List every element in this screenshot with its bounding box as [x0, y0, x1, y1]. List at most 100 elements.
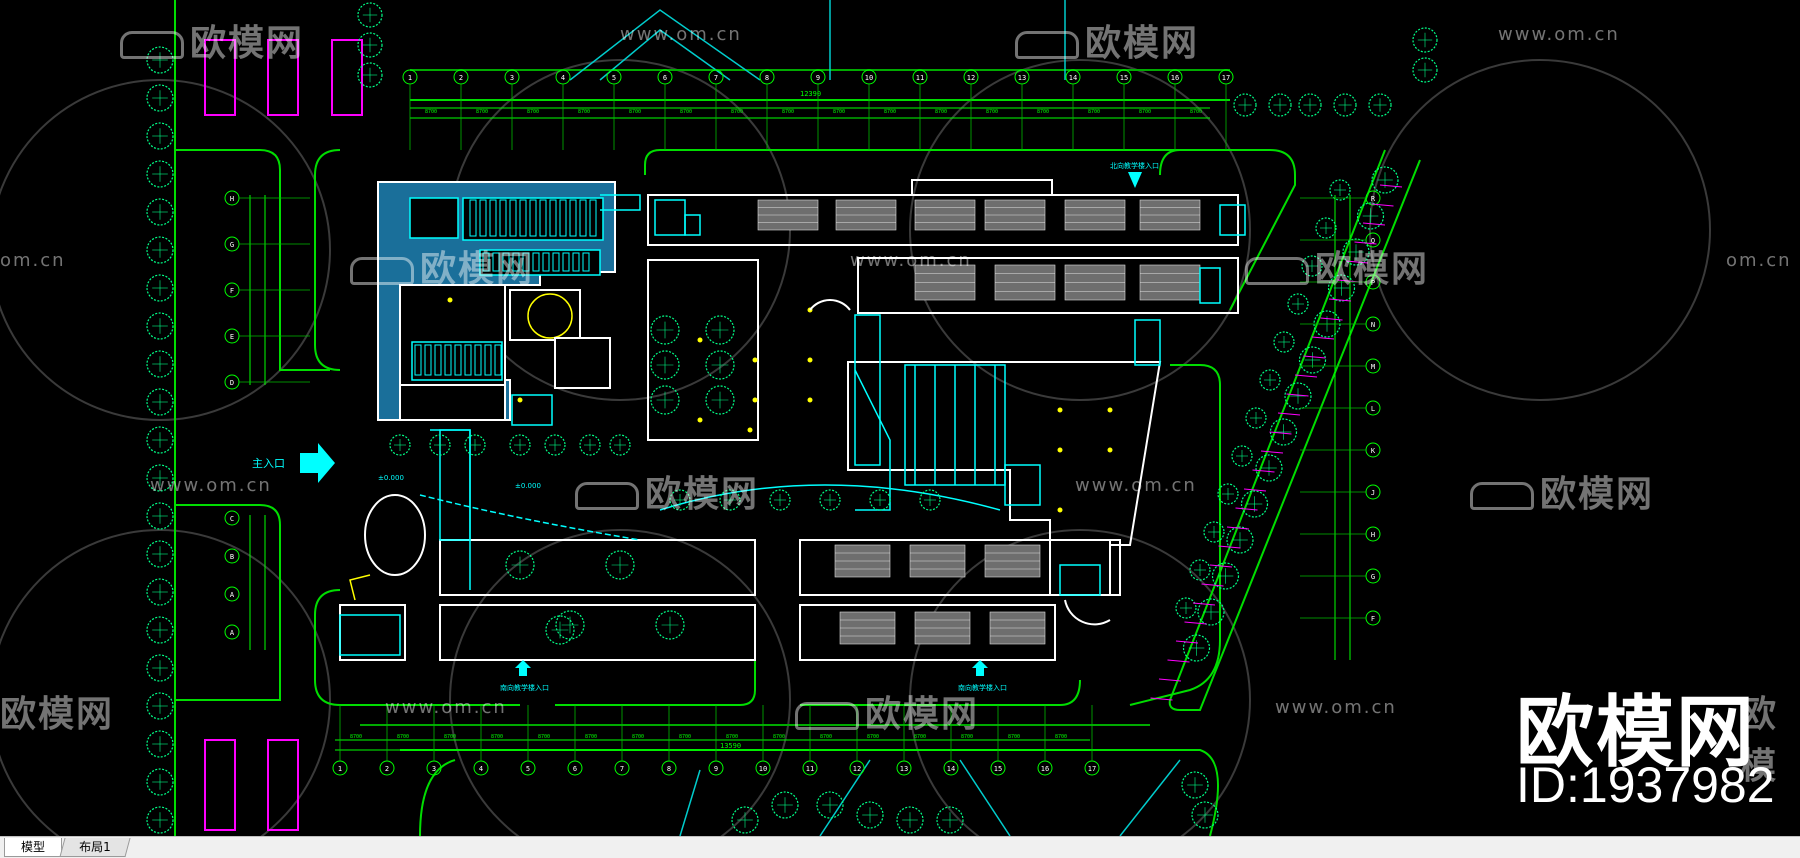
desk-block: [1064, 264, 1126, 301]
grid-axis-bubble: 17: [1084, 760, 1100, 776]
grid-axis-label: 4: [561, 74, 565, 82]
tree-symbol: [1181, 771, 1209, 799]
grid-axis-label: F: [1371, 615, 1375, 623]
tree-symbol: [856, 801, 884, 829]
tree-symbol: [1329, 179, 1351, 201]
dimension-segment-label: 8700: [935, 109, 947, 115]
tree-symbol: [146, 806, 174, 834]
grid-axis-label: A: [230, 629, 235, 637]
watermark-logo-8: 欧模网: [795, 685, 979, 737]
watermark-logo-1: 欧模网: [120, 14, 304, 66]
watermark-logo-9: 欧模: [1740, 694, 1779, 787]
tab-layout-1[interactable]: 布局1: [59, 838, 131, 857]
brand-name: 欧模网: [1516, 688, 1757, 778]
tree-symbol: [896, 806, 924, 834]
watermark-logo-2: 欧模网: [1015, 14, 1199, 66]
grid-axis-bubble: 16: [1037, 760, 1053, 776]
tree-symbol: [146, 654, 174, 682]
grid-axis-label: 17: [1088, 765, 1096, 773]
sofa-logo-icon: [1245, 257, 1309, 285]
watermark-url-9: www.om.cn: [1275, 697, 1397, 718]
tree-symbol: [146, 388, 174, 416]
tree-symbol: [146, 768, 174, 796]
grid-axis-label: P: [1371, 279, 1375, 287]
grid-axis-bubble: 5: [520, 760, 536, 776]
tree-symbol: [146, 46, 174, 74]
grid-axis-bubble: G: [224, 236, 240, 252]
grid-axis-bubble: 11: [912, 69, 928, 85]
tree-symbol: [1356, 202, 1385, 230]
grid-axis-bubble: H: [224, 190, 240, 206]
grid-axis-bubble: L: [1365, 400, 1381, 416]
watermark-logo-3: 欧模网: [350, 240, 534, 292]
dimension-segment-label: 8700: [914, 734, 926, 740]
sofa-logo-icon: [350, 257, 414, 285]
watermark-url-8: www.om.cn: [385, 697, 507, 718]
tree-symbol: [146, 730, 174, 758]
tree-symbol: [705, 350, 735, 380]
tree-symbol: [1255, 454, 1283, 482]
grid-axis-label: 1: [338, 765, 342, 773]
grid-axis-label: N: [1371, 321, 1375, 329]
tree-symbol: [1226, 526, 1254, 554]
desk-block: [914, 264, 976, 301]
tree-symbol: [1197, 598, 1225, 626]
reading-tables: [414, 344, 502, 376]
watermark-url-7: www.om.cn: [1075, 475, 1197, 496]
grid-axis-bubble: 12: [849, 760, 865, 776]
road-outlines: [174, 0, 1421, 836]
desk-block: [984, 199, 1046, 231]
entrance-arrows: [300, 172, 1142, 676]
grid-axis-bubble: 13: [1014, 69, 1030, 85]
tree-symbol: [146, 84, 174, 112]
dimension-segment-label: 8700: [1088, 109, 1100, 115]
tree-symbol: [555, 610, 585, 640]
tree-symbol: [146, 426, 174, 454]
grid-axis-bubble: G: [1365, 568, 1381, 584]
tab-model[interactable]: 模型: [4, 838, 63, 857]
grid-axis-label: L: [1371, 405, 1375, 413]
grid-axis-bubble: 8: [661, 760, 677, 776]
dimension-segment-label: 8700: [782, 109, 794, 115]
tree-symbol: [357, 32, 383, 58]
grid-axis-label: 14: [947, 765, 955, 773]
tree-symbol: [1269, 418, 1298, 446]
tree-symbol: [146, 692, 174, 720]
grid-axis-label: J: [1371, 489, 1375, 497]
dimension-segment-label: 8700: [833, 109, 845, 115]
label-dim-total-top: 12390: [800, 90, 821, 98]
tree-symbol: [669, 489, 691, 511]
parking-strip-right: [1150, 184, 1403, 701]
tree-symbol: [579, 434, 601, 456]
grid-axis-bubble: E: [224, 328, 240, 344]
dimension-segment-label: 8700: [1008, 734, 1020, 740]
library-block: [377, 181, 616, 426]
grid-axis-bubble: 15: [1116, 69, 1132, 85]
grid-axis-label: 3: [510, 74, 514, 82]
watermark-url-2: www.om.cn: [1498, 24, 1620, 45]
grid-axis-label: 7: [714, 74, 718, 82]
grid-axis-label: D: [230, 379, 234, 387]
desk-block: [914, 611, 971, 645]
dimension-segment-label: 8700: [444, 734, 456, 740]
grid-axis-bubble: A: [224, 624, 240, 640]
tree-symbol: [545, 615, 575, 645]
tree-symbol: [464, 434, 486, 456]
grid-axis-label: A: [230, 591, 235, 599]
tree-symbol: [509, 434, 531, 456]
grid-axis-label: 3: [432, 765, 436, 773]
curved-walls: [349, 299, 1111, 626]
label-north-entrance: 北向教学楼入口: [1110, 161, 1159, 170]
grid-axis-label: 2: [459, 74, 463, 82]
tree-symbol: [1315, 217, 1337, 239]
dimension-segment-label: 8700: [527, 109, 539, 115]
grid-axis-bubble: F: [224, 282, 240, 298]
desk-block: [1139, 199, 1201, 231]
tree-symbol: [1412, 27, 1438, 53]
grid-axis-bubble: 10: [861, 69, 877, 85]
grid-axis-bubble: 10: [755, 760, 771, 776]
tree-symbol: [1342, 238, 1370, 266]
